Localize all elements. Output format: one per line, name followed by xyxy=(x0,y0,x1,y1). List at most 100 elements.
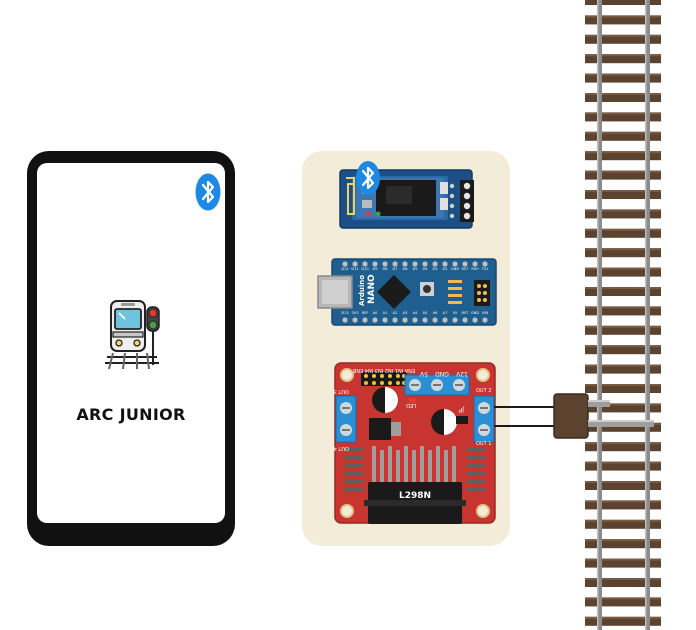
arduino-pin xyxy=(372,317,378,323)
arduino-pin xyxy=(402,261,408,267)
track-rails xyxy=(597,0,650,630)
arduino-pin xyxy=(362,261,368,267)
track-sleeper xyxy=(585,519,661,529)
arduino-pin-label: A3 xyxy=(403,311,408,315)
arduino-pin-label: D8 xyxy=(382,267,388,271)
arduino-pin xyxy=(482,261,488,267)
track-sleeper xyxy=(585,15,661,25)
arduino-pin-label: A7 xyxy=(443,311,448,315)
track-sleeper xyxy=(585,0,661,5)
track-sleeper-highlight xyxy=(585,34,661,37)
track-sleeper xyxy=(585,442,661,452)
arduino-pin-label: A6 xyxy=(433,311,438,315)
track-sleeper-highlight xyxy=(585,442,661,445)
track-sleeper-highlight xyxy=(585,112,661,115)
arduino-pin xyxy=(392,317,398,323)
track-sleeper xyxy=(585,34,661,44)
phone-screen: ARC JUNIOR xyxy=(37,163,225,523)
out2-label: OUT 2 xyxy=(476,388,491,394)
track-sleeper xyxy=(585,616,661,626)
track-sleeper xyxy=(585,384,661,393)
arduino-pin-label: REF xyxy=(362,311,369,315)
arduino-pin xyxy=(412,261,418,267)
track-sleeper-highlight xyxy=(585,131,661,134)
l298n-driver xyxy=(334,362,496,524)
track-sleeper xyxy=(585,209,661,219)
arduino-pin xyxy=(432,261,438,267)
track-sleeper-highlight xyxy=(585,616,661,619)
arduino-pin xyxy=(392,261,398,267)
track-sleeper-highlight xyxy=(585,267,661,270)
out1-label: OUT 1 xyxy=(476,441,491,447)
arduino-nano xyxy=(317,258,497,326)
track-sleeper xyxy=(585,287,661,296)
arduino-pin-label: D10 xyxy=(361,267,369,271)
track-sleeper xyxy=(585,597,661,607)
track-sleeper-highlight xyxy=(585,15,661,18)
track-sleeper-highlight xyxy=(585,578,661,580)
arduino-pin xyxy=(472,261,478,267)
track-sleeper-highlight xyxy=(585,306,661,309)
power-label-5v: 5V xyxy=(419,370,428,377)
track-sleeper xyxy=(585,151,661,161)
track-sleeper-highlight xyxy=(585,287,661,289)
arduino-pin-label: D13 xyxy=(341,311,348,315)
arduino-pin-label: 5V xyxy=(453,311,458,315)
track-sleepers xyxy=(585,0,661,626)
track-sleeper-highlight xyxy=(585,597,661,600)
arduino-pin xyxy=(442,261,448,267)
arduino-pin-label: VIN xyxy=(482,311,489,315)
arduino-pin xyxy=(342,317,348,323)
arduino-pin-label: 3V3 xyxy=(351,311,358,315)
arduino-pin-label: D6 xyxy=(402,267,408,271)
power-label-gnd: GND xyxy=(435,370,449,377)
track-sleeper xyxy=(585,539,661,549)
arduino-pin-label: D12 xyxy=(341,267,348,271)
track-sleeper-highlight xyxy=(585,461,661,464)
arduino-pin xyxy=(432,317,438,323)
track-sleeper-highlight xyxy=(585,364,661,367)
arduino-pin-label: TX1 xyxy=(481,267,489,271)
track-sleeper-highlight xyxy=(585,151,661,154)
track-sleeper xyxy=(585,131,661,141)
arduino-pin xyxy=(372,261,378,267)
track-sleeper-highlight xyxy=(585,190,661,192)
arduino-pin xyxy=(472,317,478,323)
track-sleeper xyxy=(585,403,661,413)
driver-header-label: ENA IN1 IN2 IN3 IN4 ENB xyxy=(352,367,415,373)
arduino-pin xyxy=(422,317,428,323)
jp-label: JP xyxy=(458,406,465,413)
track-sleeper xyxy=(585,345,661,355)
arduino-pin xyxy=(402,317,408,323)
arduino-pin xyxy=(352,317,358,323)
arduino-pin xyxy=(342,261,348,267)
track-sleeper-highlight xyxy=(585,54,661,57)
arduino-pin-label: D5 xyxy=(412,267,417,271)
arduino-pin xyxy=(412,317,418,323)
arduino-pin xyxy=(462,317,468,323)
arduino-brand-label: Arduino xyxy=(358,275,366,306)
arduino-pin xyxy=(452,317,458,323)
arduino-pin-label: GND xyxy=(451,267,459,271)
arduino-pin xyxy=(452,261,458,267)
arduino-pin-label: D11 xyxy=(351,267,358,271)
track-sleeper xyxy=(585,112,661,122)
arduino-pin-label: D9 xyxy=(372,267,378,271)
arduino-pin-label: A4 xyxy=(413,311,418,315)
track-sleeper-highlight xyxy=(585,248,661,251)
track-sleeper-highlight xyxy=(585,481,661,483)
arduino-pin xyxy=(462,261,468,267)
track-sleeper xyxy=(585,481,661,490)
arduino-pin-label: RST xyxy=(462,267,470,271)
track-sleeper xyxy=(585,325,661,335)
arduino-pin xyxy=(482,317,488,323)
rail-connector xyxy=(553,393,654,439)
track-sleeper-highlight xyxy=(585,500,661,503)
track-sleeper-highlight xyxy=(585,403,661,406)
arduino-pin-label: A1 xyxy=(383,311,388,315)
track-sleeper-highlight xyxy=(585,228,661,231)
track-sleeper xyxy=(585,170,661,180)
track-sleeper-highlight xyxy=(585,384,661,386)
